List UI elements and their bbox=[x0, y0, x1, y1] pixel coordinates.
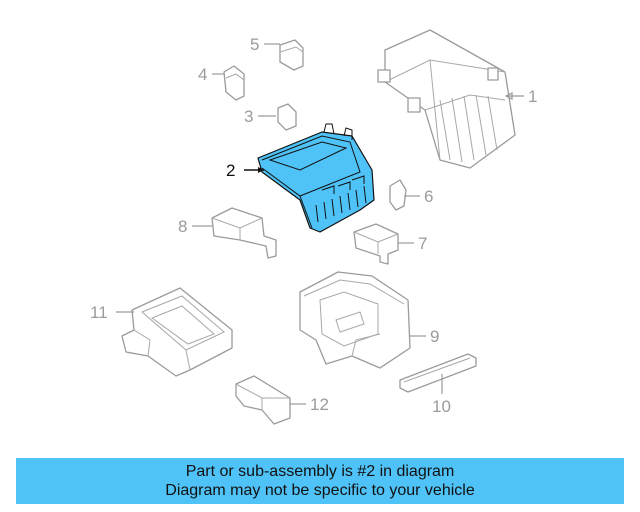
info-banner-line-2: Diagram may not be specific to your vehi… bbox=[165, 482, 475, 499]
callout-3: 3 bbox=[244, 107, 253, 126]
info-banner: Part or sub-assembly is #2 in diagram Di… bbox=[16, 458, 624, 504]
part-2-fuse-box-housing bbox=[257, 123, 375, 233]
callout-4: 4 bbox=[198, 65, 207, 84]
callout-5: 5 bbox=[250, 35, 259, 54]
part-1-fuse-box-cover bbox=[377, 29, 516, 169]
callout-7: 7 bbox=[418, 234, 427, 253]
callout-9: 9 bbox=[430, 327, 439, 346]
part-12-small-cover bbox=[235, 375, 291, 425]
info-banner-line-1: Part or sub-assembly is #2 in diagram bbox=[185, 463, 455, 480]
callout-2: 2 bbox=[226, 161, 235, 180]
callout-labels: 1 2 3 4 5 6 7 8 9 10 11 12 bbox=[90, 35, 537, 416]
part-9-lower-bracket bbox=[299, 271, 411, 369]
part-3-relay bbox=[277, 103, 297, 131]
callout-1: 1 bbox=[528, 87, 537, 106]
part-7-relay-block bbox=[353, 223, 399, 265]
callout-6: 6 bbox=[424, 187, 433, 206]
callout-10: 10 bbox=[432, 397, 451, 416]
callout-11: 11 bbox=[90, 303, 108, 322]
part-10-strip bbox=[399, 353, 477, 393]
part-6-fuse bbox=[389, 179, 407, 211]
part-8-connector bbox=[211, 207, 277, 259]
parts-diagram: 1 2 3 4 5 6 7 8 9 10 11 12 bbox=[90, 29, 537, 425]
leader-lines bbox=[116, 43, 524, 405]
part-11-lower-box bbox=[121, 287, 233, 377]
callout-12: 12 bbox=[310, 395, 329, 414]
part-5-clip bbox=[279, 39, 304, 71]
callout-8: 8 bbox=[178, 217, 187, 236]
part-4-bracket bbox=[223, 65, 245, 101]
part-2-fill bbox=[257, 131, 375, 233]
